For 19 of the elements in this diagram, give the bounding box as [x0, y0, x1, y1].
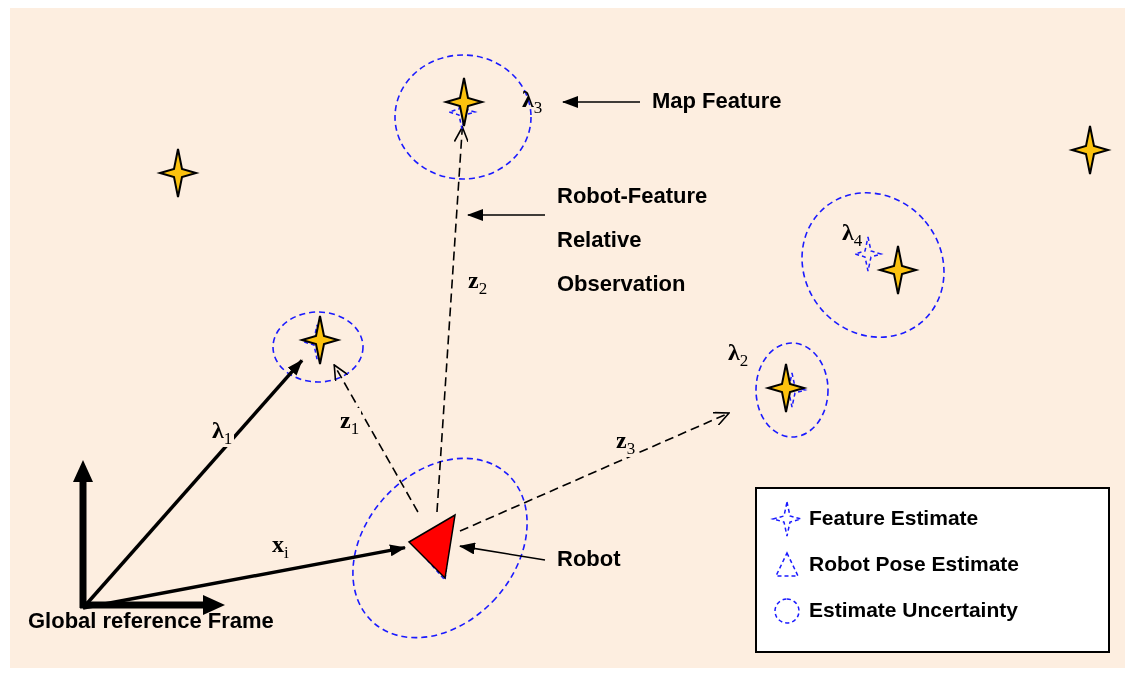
vector-arrow: [82, 544, 406, 610]
dashed-arrow: [436, 126, 470, 513]
legend-label: Estimate Uncertainty: [809, 598, 1018, 622]
leader-arrow: [467, 209, 546, 221]
callout-text: Global reference Frame: [28, 608, 328, 636]
callout-text: Map Feature: [640, 88, 834, 116]
feature-label: λ$_{4}$: [842, 220, 863, 249]
dashed-arrow: [459, 411, 730, 532]
callout-text: Robot-Feature Relative Observation: [545, 174, 747, 304]
legend-label: Robot Pose Estimate: [809, 552, 1020, 576]
feature-label: λ$_{3}$: [522, 87, 543, 116]
dashed-arrow: [333, 364, 419, 513]
callout-text: Robot: [545, 546, 659, 574]
vector-arrow: [81, 359, 304, 610]
feature-label: λ$_{2}$: [728, 340, 749, 369]
legend-label: Feature Estimate: [809, 506, 979, 530]
leader-arrow: [459, 542, 546, 561]
leader-arrow: [562, 96, 641, 108]
edge-label: z$_{1}$: [338, 408, 362, 437]
